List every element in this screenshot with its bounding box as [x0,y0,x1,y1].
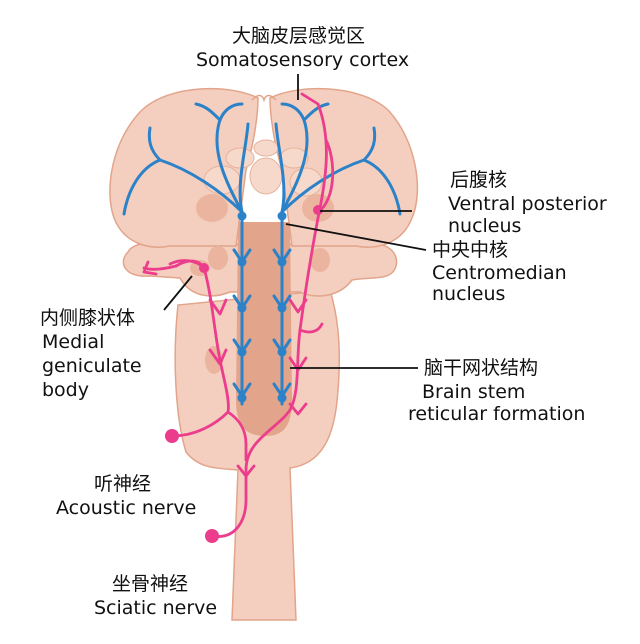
cortex-label-zh: 大脑皮层感觉区 [232,25,365,47]
leader-mgb [163,275,193,311]
reticular-core [236,222,292,436]
vpn-label-en2: nucleus [448,215,521,237]
sciatic-label-en: Sciatic nerve [94,597,217,619]
labels: 大脑皮层感觉区 Somatosensory cortex 后腹核 Ventral… [40,25,607,619]
brain-tissue [109,87,419,621]
midline-fissure [251,94,277,103]
mgb-label-zh: 内侧膝状体 [40,307,135,329]
sciatic-label-zh: 坐骨神经 [112,573,188,595]
mgb-label-en3: body [42,379,89,401]
vpn-label-zh: 后腹核 [450,169,507,191]
brf-label-en2: reticular formation [408,403,585,425]
cm-label-en2: nucleus [432,283,505,305]
mgb-label-en2: geniculate [42,355,142,377]
acoustic-label-en: Acoustic nerve [56,497,196,519]
specific-synapse-dots [165,205,323,543]
nonspecific-synapse-dots [237,211,287,403]
brf-label-en1: Brain stem [422,381,525,403]
mgb-label-en1: Medial [42,331,104,353]
specific-pathway [142,92,335,538]
leader-lines [163,74,427,369]
nonspecific-pathway [122,102,402,406]
brf-label-zh: 脑干网状结构 [424,357,538,379]
leader-cm [285,223,427,251]
acoustic-label-zh: 听神经 [94,473,151,495]
cm-label-en1: Centromedian [432,262,567,284]
cortex-label-en: Somatosensory cortex [196,49,409,71]
cm-label-zh: 中央中核 [432,239,508,261]
vpn-label-en1: Ventral posterior [448,193,607,215]
